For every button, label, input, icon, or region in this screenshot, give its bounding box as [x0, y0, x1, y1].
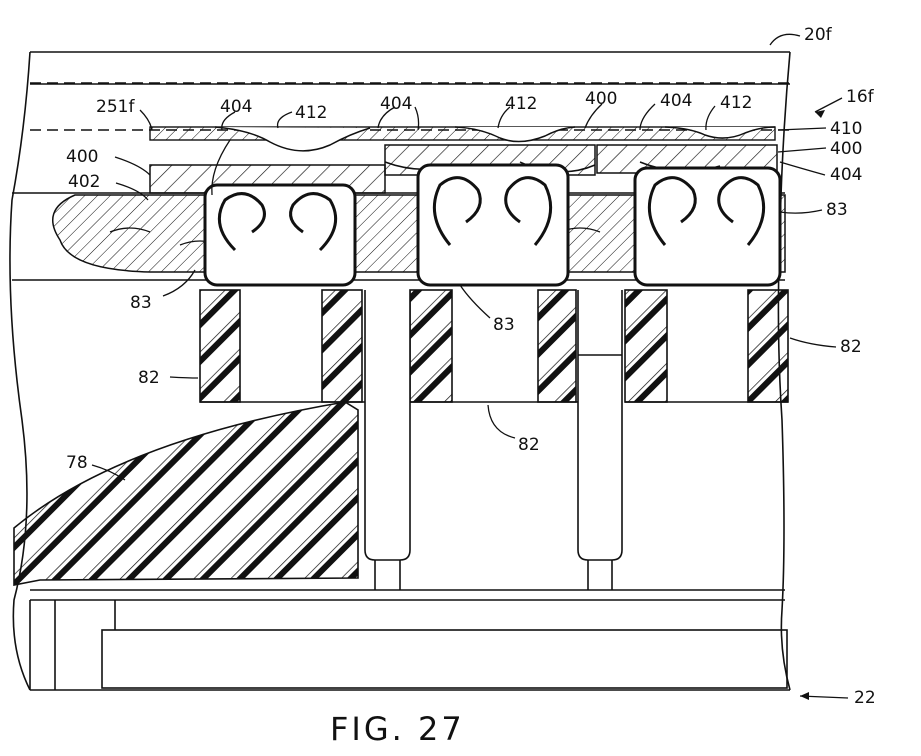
staple-center — [418, 165, 568, 285]
staple-drivers-82 — [200, 290, 788, 402]
label-22: 22 — [854, 688, 876, 708]
label-402: 402 — [68, 172, 100, 192]
staple-left — [205, 185, 355, 285]
label-83-b: 83 — [130, 293, 152, 313]
label-83-a: 83 — [826, 200, 848, 220]
pusher-rods — [365, 290, 622, 590]
label-20f: 20f — [804, 25, 833, 45]
label-404-d: 404 — [830, 165, 862, 185]
staple-right — [635, 168, 780, 285]
label-82-c: 82 — [518, 435, 540, 455]
label-78: 78 — [66, 453, 88, 473]
label-400-c: 400 — [830, 139, 862, 159]
wedge-sled-78 — [14, 402, 358, 585]
label-410: 410 — [830, 119, 862, 139]
cartridge-channel-22 — [30, 590, 790, 690]
figure-caption: FIG. 27 — [330, 710, 465, 748]
label-400-b: 400 — [66, 147, 98, 167]
label-16f: 16f — [846, 87, 875, 107]
label-400-a: 400 — [585, 89, 617, 109]
label-412-b: 412 — [505, 94, 537, 114]
label-404-c: 404 — [660, 91, 692, 111]
label-404-b: 404 — [380, 94, 412, 114]
label-412-c: 412 — [720, 93, 752, 113]
leader-arrowheads — [800, 110, 825, 700]
label-83-c: 83 — [493, 315, 515, 335]
label-404-a: 404 — [220, 97, 252, 117]
label-82-b: 82 — [138, 368, 160, 388]
label-251f: 251f — [96, 97, 135, 117]
label-82-a: 82 — [840, 337, 862, 357]
label-412-a: 412 — [295, 103, 327, 123]
